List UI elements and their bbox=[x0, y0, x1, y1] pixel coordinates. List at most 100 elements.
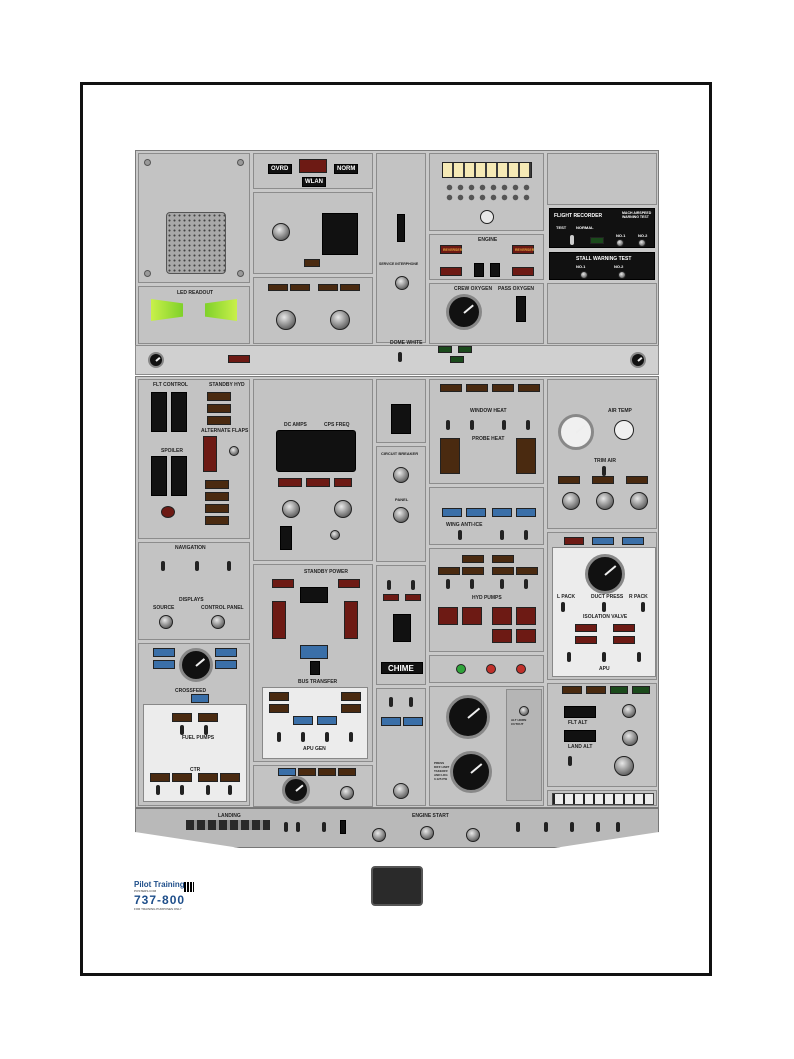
window-heat-switch-4[interactable] bbox=[526, 420, 530, 430]
call-button[interactable] bbox=[304, 259, 320, 267]
taxi-switch[interactable] bbox=[322, 822, 326, 832]
pressurization-selector[interactable] bbox=[614, 756, 634, 776]
flt-control-a-switch[interactable] bbox=[151, 392, 167, 432]
mach-test-button-1[interactable] bbox=[616, 239, 624, 247]
cont-cab-knob[interactable] bbox=[562, 492, 580, 510]
fwd-cab-knob[interactable] bbox=[596, 492, 614, 510]
equip-cooling-supply-switch[interactable] bbox=[387, 580, 391, 590]
keypad[interactable] bbox=[322, 213, 358, 255]
equip-cooling-exhaust-switch[interactable] bbox=[411, 580, 415, 590]
position-switch[interactable] bbox=[544, 822, 548, 832]
apu-gen-2-switch[interactable] bbox=[325, 732, 329, 742]
ac-meter-knob[interactable] bbox=[334, 500, 352, 518]
grd-call-button[interactable] bbox=[403, 717, 423, 726]
disconnect-2-guard[interactable] bbox=[344, 601, 358, 639]
spoiler-b-switch[interactable] bbox=[171, 456, 187, 496]
isolation-valve-label: ISOLATION VALVE bbox=[583, 614, 628, 620]
apu-start-switch[interactable] bbox=[340, 786, 354, 800]
irs-mode-knob-right[interactable] bbox=[330, 310, 350, 330]
hyd-pump-switch-2[interactable] bbox=[470, 579, 474, 589]
wiper-knob[interactable] bbox=[393, 783, 409, 799]
window-heat-switch-1[interactable] bbox=[446, 420, 450, 430]
gen-2-switch[interactable] bbox=[349, 732, 353, 742]
spoiler-a-switch[interactable] bbox=[151, 456, 167, 496]
engine-start-1-knob[interactable] bbox=[372, 828, 386, 842]
ground-power-switch[interactable] bbox=[310, 661, 320, 675]
vhf-nav-switch[interactable] bbox=[161, 561, 165, 571]
galley-switch[interactable] bbox=[330, 530, 340, 540]
emer-exit-guard[interactable] bbox=[391, 404, 411, 434]
eec-switch-2[interactable] bbox=[490, 263, 500, 277]
runway-turnoff-switch-1[interactable] bbox=[284, 822, 288, 832]
trim-air-switch[interactable] bbox=[602, 466, 606, 476]
dome-white-switch[interactable] bbox=[398, 352, 402, 362]
hyd-pump-switch-4[interactable] bbox=[524, 579, 528, 589]
standby-power-switch[interactable] bbox=[300, 587, 328, 603]
window-heat-switch-3[interactable] bbox=[502, 420, 506, 430]
eng-anti-ice-1-switch[interactable] bbox=[500, 530, 504, 540]
interphone-knob[interactable] bbox=[395, 276, 409, 290]
fasten-belts-switch[interactable] bbox=[409, 697, 413, 707]
bleed-2-switch[interactable] bbox=[637, 652, 641, 662]
r-pack-switch[interactable] bbox=[641, 602, 645, 612]
alternate-flaps-switch[interactable] bbox=[229, 446, 239, 456]
panel-knob[interactable] bbox=[393, 507, 409, 523]
circuit-breaker-knob[interactable] bbox=[393, 467, 409, 483]
stall-test-button-1[interactable] bbox=[580, 271, 588, 279]
flt-alt-knob[interactable] bbox=[622, 704, 636, 718]
ctr-pump-1-switch[interactable] bbox=[180, 725, 184, 735]
window-heat-switch-2[interactable] bbox=[470, 420, 474, 430]
engine-start-2-knob[interactable] bbox=[466, 828, 480, 842]
wheel-well-switch[interactable] bbox=[616, 822, 620, 832]
air-temp-selector[interactable] bbox=[614, 420, 634, 440]
wlan-guard-switch[interactable] bbox=[299, 159, 327, 173]
fwd-pump-2-switch[interactable] bbox=[206, 785, 210, 795]
fmc-switch[interactable] bbox=[227, 561, 231, 571]
service-interphone-switch[interactable] bbox=[397, 214, 405, 242]
attend-button[interactable] bbox=[381, 717, 401, 726]
runway-turnoff-switch-2[interactable] bbox=[296, 822, 300, 832]
apu-gen-1-switch[interactable] bbox=[301, 732, 305, 742]
switch-strip[interactable] bbox=[552, 793, 654, 805]
control-panel-knob[interactable] bbox=[211, 615, 225, 629]
pass-oxygen-switch[interactable] bbox=[516, 296, 526, 322]
flight-recorder-switch[interactable] bbox=[570, 235, 574, 245]
landing-lights-bar[interactable] bbox=[186, 820, 270, 830]
l-pack-switch[interactable] bbox=[561, 602, 565, 612]
mach-test-button-2[interactable] bbox=[638, 239, 646, 247]
alt-horn-button[interactable] bbox=[519, 706, 529, 716]
logo-switch[interactable] bbox=[516, 822, 520, 832]
disconnect-1-guard[interactable] bbox=[272, 601, 286, 639]
aft-cab-knob[interactable] bbox=[630, 492, 648, 510]
test-knob[interactable] bbox=[480, 210, 494, 224]
gen-1-switch[interactable] bbox=[277, 732, 281, 742]
apu-switch[interactable] bbox=[340, 820, 346, 834]
eng-anti-ice-2-switch[interactable] bbox=[524, 530, 528, 540]
eec-switch-1[interactable] bbox=[474, 263, 484, 277]
apu-bleed-switch[interactable] bbox=[602, 652, 606, 662]
wing-anti-ice-switch[interactable] bbox=[458, 530, 462, 540]
fwd-pump-1-switch[interactable] bbox=[180, 785, 184, 795]
aft-pump-2-switch[interactable] bbox=[228, 785, 232, 795]
irs-mode-knob-left[interactable] bbox=[276, 310, 296, 330]
ctr-pump-2-switch[interactable] bbox=[204, 725, 208, 735]
aft-pump-1-switch[interactable] bbox=[156, 785, 160, 795]
display-source-knob[interactable] bbox=[159, 615, 173, 629]
ignition-knob[interactable] bbox=[420, 826, 434, 840]
flt-control-b-switch[interactable] bbox=[171, 392, 187, 432]
emer-exit-lights-switch[interactable] bbox=[393, 614, 411, 642]
bleed-1-switch[interactable] bbox=[567, 652, 571, 662]
battery-switch[interactable] bbox=[280, 526, 292, 550]
hyd-pump-switch-1[interactable] bbox=[446, 579, 450, 589]
isolation-valve-switch[interactable] bbox=[602, 602, 606, 612]
anti-collision-switch[interactable] bbox=[570, 822, 574, 832]
alternate-flaps-guard[interactable] bbox=[203, 436, 217, 472]
no-smoking-switch[interactable] bbox=[389, 697, 393, 707]
pressurization-mode-switch[interactable] bbox=[568, 756, 572, 766]
wing-switch[interactable] bbox=[596, 822, 600, 832]
selector-knob[interactable] bbox=[272, 223, 290, 241]
stall-test-button-2[interactable] bbox=[618, 271, 626, 279]
irs-switch[interactable] bbox=[195, 561, 199, 571]
hyd-pump-switch-3[interactable] bbox=[500, 579, 504, 589]
dc-meter-knob[interactable] bbox=[282, 500, 300, 518]
